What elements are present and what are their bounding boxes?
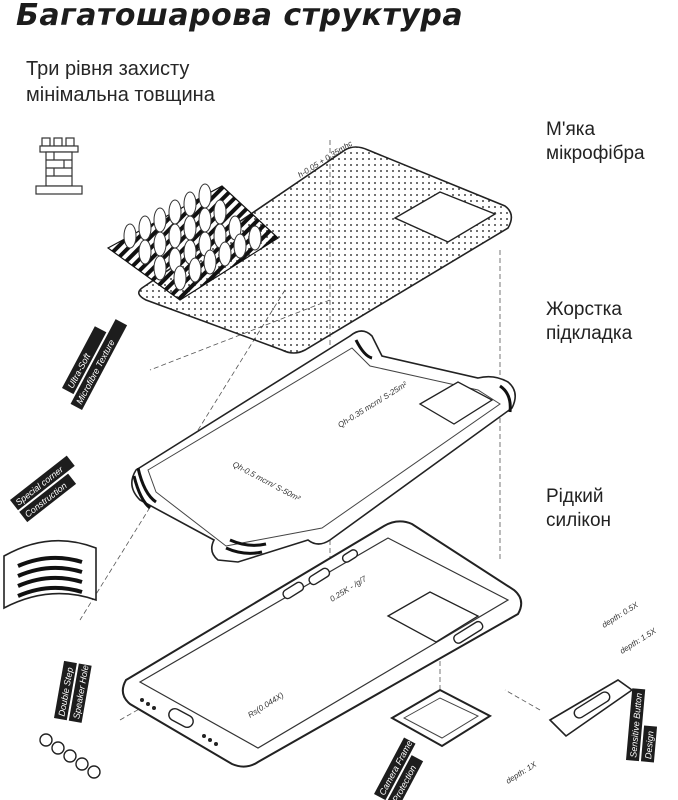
layer-label-microfibre-line1: М'яка	[546, 119, 596, 140]
camera-frame-detail	[389, 688, 493, 748]
layer-label-hard-shell-line1: Жорстка	[546, 299, 622, 320]
subtitle-line-1: Три рівня захисту	[26, 58, 190, 80]
charging-port	[168, 708, 194, 728]
camera-cutout-top	[393, 191, 497, 243]
tag-corner: Special corner Construction	[10, 455, 77, 523]
speaker-detail	[39, 733, 101, 779]
speaker-dots	[140, 698, 218, 746]
camera-cutout-shell	[418, 381, 494, 425]
microfibre-layer: h-0.05 + 0.35mhc	[106, 139, 513, 354]
shell-corner-ribs	[132, 339, 512, 555]
layer-label-liquid-silicone-line2: силікон	[546, 510, 612, 531]
tag-camera: Camera Frame Protection	[374, 737, 424, 800]
layer-label-liquid-silicone-line1: Рідкий	[546, 486, 604, 507]
dim-button-depth2: depth: 1.5X	[618, 626, 658, 656]
layer-label-microfibre-line2: мікрофібра	[546, 143, 645, 164]
hard-shell-layer: Qh-0.35 mcrn/ S-25m² Qh-0.5 mcrn/ S-50m²	[131, 330, 516, 563]
dim-button-depth1: depth: 0.5X	[600, 600, 640, 630]
layer-label-hard-shell-line2: підкладка	[546, 323, 633, 344]
subtitle-line-2: мінімальна товщина	[26, 84, 215, 106]
tag-microfibre: Ultra-Soft Microfibre Texture	[62, 319, 128, 410]
liquid-silicone-layer: 0.25K - /g/7 Rs(0.044X)	[121, 520, 523, 768]
layer-label-microfibre: М'яка мікрофібра	[546, 118, 645, 166]
dim-button-depth3: depth: 1X	[504, 760, 538, 786]
layer-label-hard-shell: Жорстка підкладка	[546, 298, 632, 346]
corner-detail	[3, 539, 97, 610]
page-title: Багатошарова структура	[16, 0, 464, 33]
subtitle: Три рівня захисту мінімальна товщина	[26, 56, 215, 108]
tag-speaker: Double Step Speaker Hole	[53, 660, 92, 723]
layer-label-liquid-silicone: Рідкий силікон	[546, 485, 611, 533]
tag-button: Sensitive Button Design	[626, 688, 658, 763]
camera-cutout-frame	[386, 591, 480, 643]
side-buttons	[282, 549, 484, 644]
microfibre-strands	[123, 183, 262, 291]
castle-tower-icon	[35, 137, 83, 195]
tag-button-line2: Design	[643, 731, 655, 760]
